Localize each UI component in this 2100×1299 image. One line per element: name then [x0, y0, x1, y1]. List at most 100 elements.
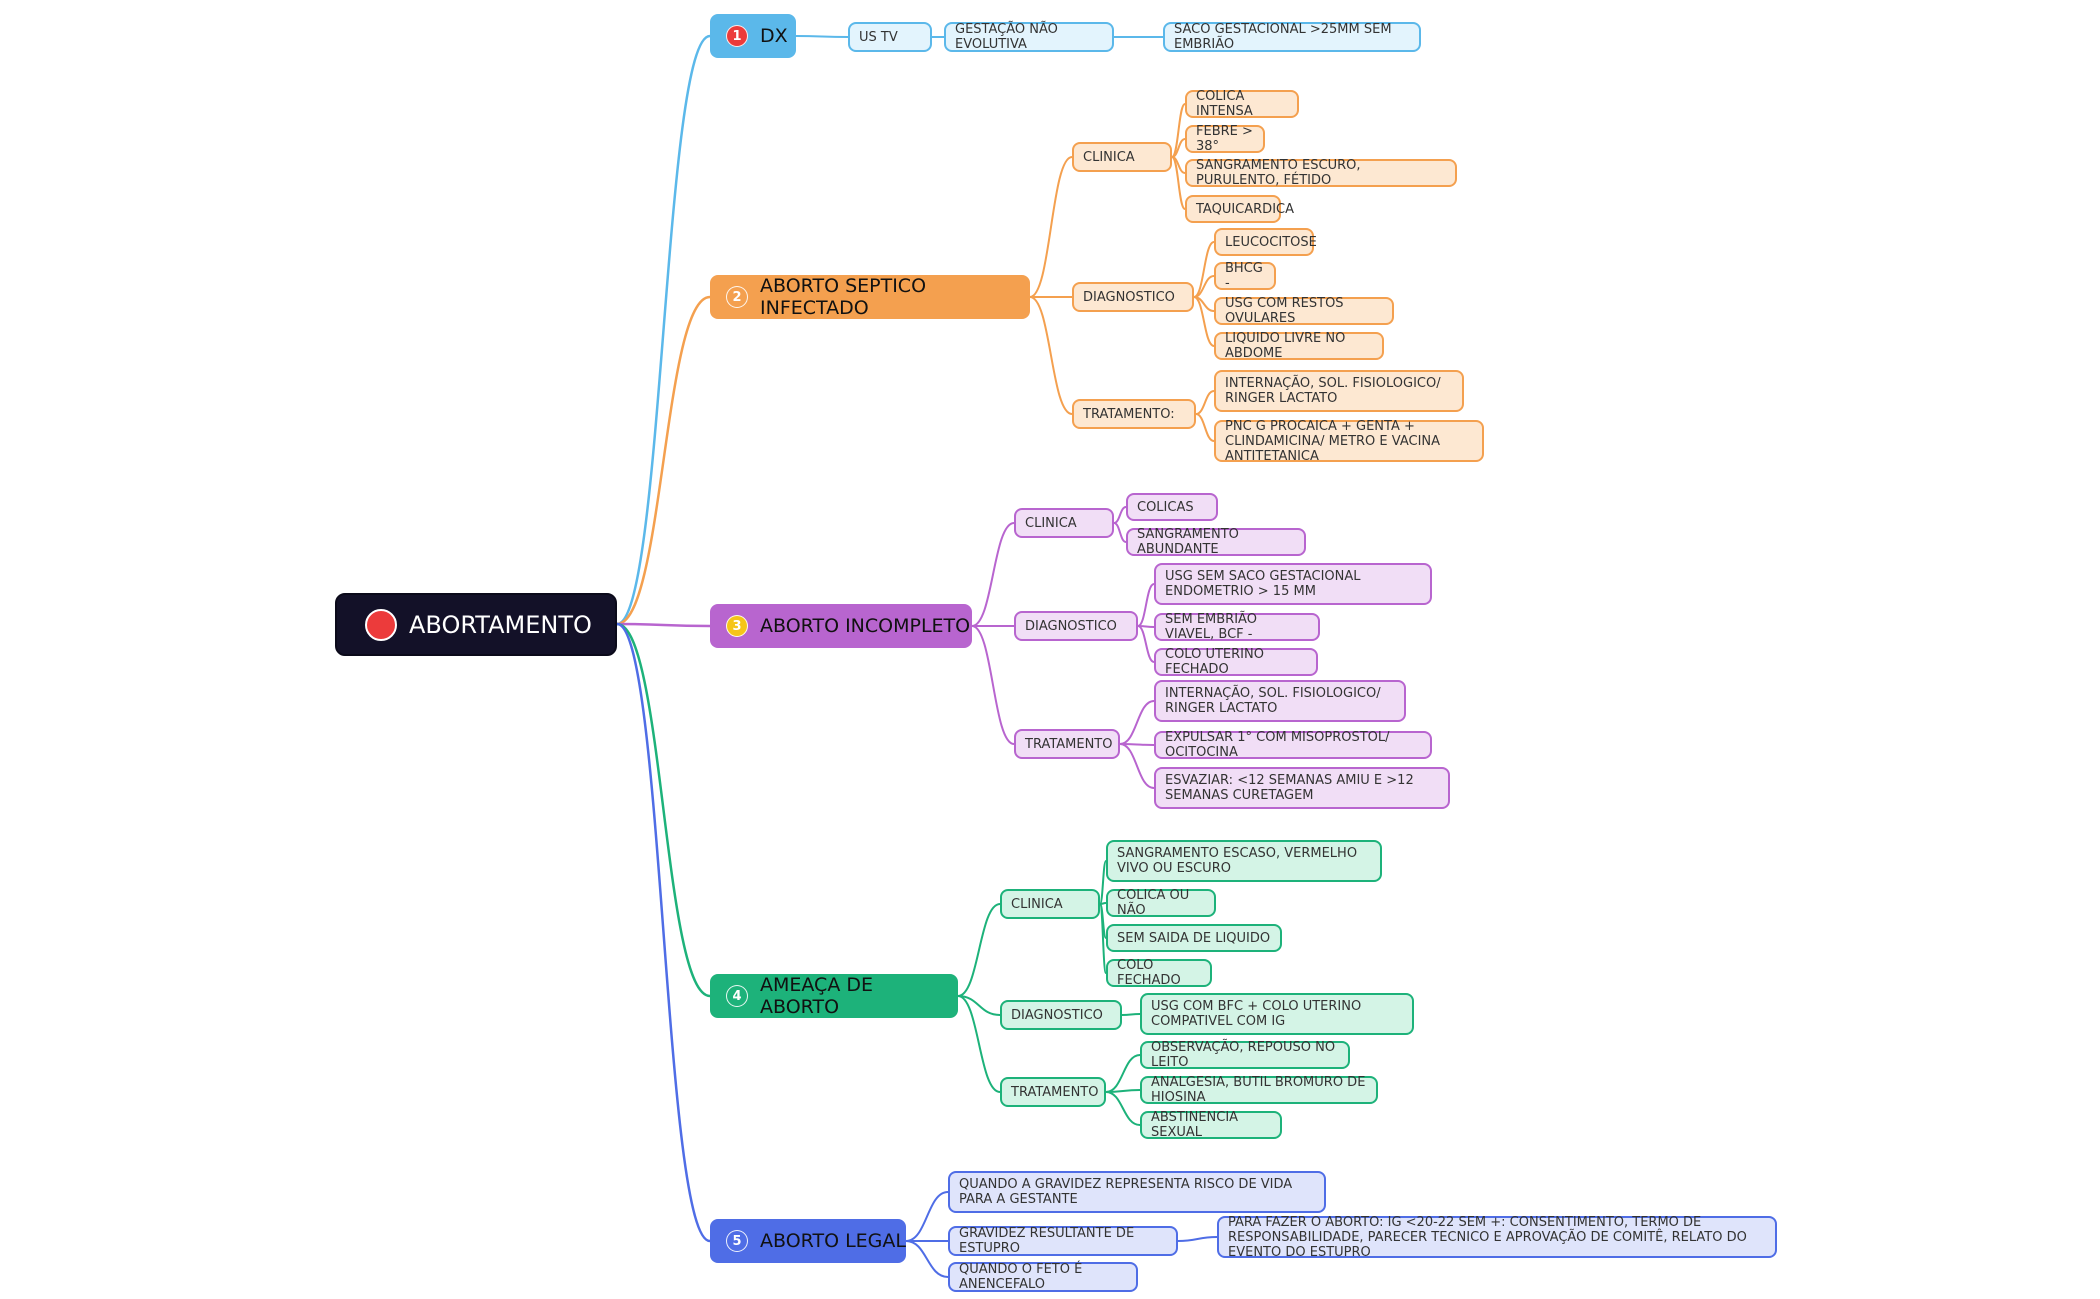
- leaf-node[interactable]: LEUCOCITOSE: [1214, 228, 1317, 256]
- chain-node-2[interactable]: GESTAÇÃO NÃO EVOLUTIVA: [944, 22, 1114, 52]
- branch-connector-5: [615, 622, 712, 1243]
- branch-label: ABORTO SEPTICO INFECTADO: [760, 275, 927, 319]
- leaf-node[interactable]: USG SEM SACO GESTACIONAL ENDOMETRIO > 15…: [1154, 563, 1432, 605]
- root-label: ABORTAMENTO: [409, 610, 592, 639]
- leaf-node[interactable]: COLICAS: [1126, 493, 1218, 521]
- leaf-node-label: COLICAS: [1137, 499, 1194, 515]
- group-node[interactable]: DIAGNOSTICO: [1000, 1000, 1122, 1030]
- leaf-node[interactable]: ABSTINENCIA SEXUAL: [1140, 1110, 1282, 1140]
- number-badge-icon: 2: [726, 286, 748, 308]
- chain-node-1[interactable]: US TV: [848, 22, 932, 52]
- leaf-node[interactable]: LIQUIDO LIVRE NO ABDOME: [1214, 331, 1384, 361]
- group-node[interactable]: TRATAMENTO:: [1072, 399, 1196, 429]
- branch-label: ABORTO INCOMPLETO: [760, 615, 971, 637]
- leaf-node[interactable]: COLO FECHADO: [1106, 958, 1212, 988]
- leaf-node[interactable]: SANGRAMENTO ABUNDANTE: [1126, 527, 1306, 557]
- group-node[interactable]: CLINICA: [1072, 142, 1172, 172]
- group-connector: [957, 995, 1001, 1016]
- leaf-node-label: BHCG -: [1225, 261, 1263, 291]
- number-badge-icon: 1: [726, 25, 748, 47]
- leaf-node-label: COLO UTERINO FECHADO: [1165, 647, 1264, 677]
- group-node-label: CLINICA: [1083, 149, 1135, 165]
- group-connector: [1029, 156, 1073, 298]
- leaf-node[interactable]: TAQUICARDICA: [1185, 195, 1294, 223]
- chain-node-3-label: SACO GESTACIONAL >25MM SEM EMBRIÃO: [1174, 22, 1392, 52]
- group-node[interactable]: DIAGNOSTICO: [1014, 611, 1138, 641]
- leaf-node[interactable]: EXPULSAR 1° COM MISOPROSTOL/ OCITOCINA: [1154, 730, 1432, 760]
- leaf-node-label: ANALGESIA, BUTIL BROMURO DE HIOSINA: [1151, 1075, 1366, 1105]
- item-connector: [1137, 583, 1155, 627]
- leaf-node[interactable]: INTERNAÇÃO, SOL. FISIOLOGICO/ RINGER LAC…: [1214, 370, 1464, 412]
- leaf-node-label: COLICA INTENSA: [1196, 89, 1253, 119]
- number-badge-icon: 4: [726, 985, 748, 1007]
- item-connector: [1113, 506, 1127, 524]
- leaf-node-label: FEBRE > 38°: [1196, 124, 1253, 154]
- leaf-node[interactable]: ANALGESIA, BUTIL BROMURO DE HIOSINA: [1140, 1075, 1378, 1105]
- leaf-node[interactable]: USG COM RESTOS OVULARES: [1214, 296, 1394, 326]
- leaf-node-label: TAQUICARDICA: [1196, 201, 1294, 217]
- leaf-node[interactable]: SANGRAMENTO ESCURO, PURULENTO, FÉTIDO: [1185, 158, 1457, 188]
- number-badge-icon: 5: [726, 1230, 748, 1252]
- item-connector: [1105, 1091, 1141, 1126]
- branch-2-head[interactable]: 2 ABORTO SEPTICO INFECTADO: [710, 275, 1030, 319]
- item-connector: [1177, 1236, 1218, 1242]
- leaf-node[interactable]: COLICA INTENSA: [1185, 89, 1299, 119]
- group-node[interactable]: TRATAMENTO: [1014, 729, 1120, 759]
- group-node[interactable]: QUANDO A GRAVIDEZ REPRESENTA RISCO DE VI…: [948, 1171, 1326, 1213]
- group-connector: [957, 903, 1001, 997]
- red-dot-icon: [365, 608, 397, 641]
- item-connector: [1099, 860, 1107, 905]
- group-node[interactable]: QUANDO O FETO É ANENCEFALO: [948, 1262, 1138, 1292]
- leaf-node-label: ESVAZIAR: <12 SEMANAS AMIU E >12 SEMANAS…: [1165, 773, 1414, 803]
- leaf-node[interactable]: COLO UTERINO FECHADO: [1154, 647, 1318, 677]
- chain-node-1-label: US TV: [859, 29, 898, 45]
- leaf-node[interactable]: ESVAZIAR: <12 SEMANAS AMIU E >12 SEMANAS…: [1154, 767, 1450, 809]
- leaf-node-label: SEM SAIDA DE LIQUIDO: [1117, 930, 1271, 946]
- branch-connector-2: [615, 295, 712, 626]
- leaf-node-label: LEUCOCITOSE: [1225, 234, 1317, 250]
- group-node-label: CLINICA: [1011, 896, 1063, 912]
- leaf-node-label: EXPULSAR 1° COM MISOPROSTOL/ OCITOCINA: [1165, 730, 1390, 760]
- leaf-node[interactable]: USG COM BFC + COLO UTERINO COMPATIVEL CO…: [1140, 993, 1414, 1035]
- leaf-node-label: COLO FECHADO: [1117, 958, 1181, 988]
- group-connector: [957, 995, 1001, 1093]
- group-node-label: GRAVIDEZ RESULTANTE DE ESTUPRO: [959, 1226, 1135, 1256]
- leaf-node[interactable]: INTERNAÇÃO, SOL. FISIOLOGICO/ RINGER LAC…: [1154, 680, 1406, 722]
- leaf-node[interactable]: COLICA OU NÃO: [1106, 888, 1216, 918]
- leaf-node[interactable]: SEM EMBRIÃO VIAVEL, BCF -: [1154, 612, 1320, 642]
- group-node[interactable]: DIAGNOSTICO: [1072, 282, 1194, 312]
- item-connector: [1137, 625, 1155, 663]
- leaf-node[interactable]: SEM SAIDA DE LIQUIDO: [1106, 924, 1282, 952]
- chain-node-2-label: GESTAÇÃO NÃO EVOLUTIVA: [955, 22, 1058, 52]
- group-node[interactable]: CLINICA: [1000, 889, 1100, 919]
- leaf-node-label: OBSERVAÇÃO, REPOUSO NO LEITO: [1151, 1040, 1336, 1070]
- leaf-node-label: PNC G PROCAICA + GENTA + CLINDAMICINA/ M…: [1225, 418, 1441, 464]
- number-badge-icon: 3: [726, 615, 748, 637]
- leaf-node[interactable]: SANGRAMENTO ESCASO, VERMELHO VIVO OU ESC…: [1106, 840, 1382, 882]
- leaf-node-label: SANGRAMENTO ESCASO, VERMELHO VIVO OU ESC…: [1117, 846, 1358, 876]
- leaf-node[interactable]: BHCG -: [1214, 261, 1276, 291]
- leaf-node[interactable]: FEBRE > 38°: [1185, 124, 1265, 154]
- leaf-node[interactable]: OBSERVAÇÃO, REPOUSO NO LEITO: [1140, 1040, 1350, 1070]
- leaf-node-label: SEM EMBRIÃO VIAVEL, BCF -: [1165, 612, 1257, 642]
- leaf-node-label: LIQUIDO LIVRE NO ABDOME: [1225, 331, 1346, 361]
- branch-3-head[interactable]: 3 ABORTO INCOMPLETO: [710, 604, 972, 648]
- group-node-label: DIAGNOSTICO: [1083, 289, 1175, 305]
- root-node[interactable]: ABORTAMENTO: [335, 593, 617, 656]
- group-node-label: TRATAMENTO:: [1083, 406, 1175, 422]
- group-node-label: TRATAMENTO: [1011, 1084, 1099, 1100]
- item-connector: [1171, 156, 1186, 210]
- leaf-node[interactable]: PARA FAZER O ABORTO: IG <20-22 SEM +: CO…: [1217, 1215, 1777, 1260]
- leaf-node[interactable]: PNC G PROCAICA + GENTA + CLINDAMICINA/ M…: [1214, 418, 1484, 464]
- branch-connector-1: [615, 34, 712, 626]
- group-node[interactable]: TRATAMENTO: [1000, 1077, 1106, 1107]
- group-connector: [905, 1191, 949, 1242]
- group-node[interactable]: GRAVIDEZ RESULTANTE DE ESTUPRO: [948, 1226, 1178, 1256]
- group-node[interactable]: CLINICA: [1014, 508, 1114, 538]
- chain-node-3[interactable]: SACO GESTACIONAL >25MM SEM EMBRIÃO: [1163, 22, 1421, 52]
